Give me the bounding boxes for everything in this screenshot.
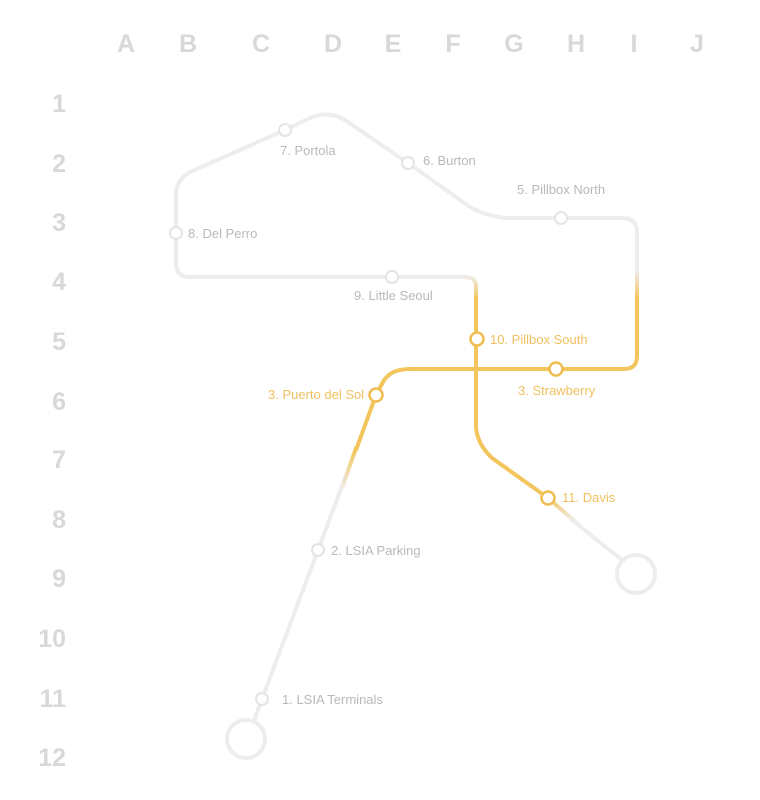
- grid-row-4: 4: [52, 268, 66, 296]
- grid-row-2: 2: [52, 150, 66, 178]
- label-davis: 11. Davis: [562, 490, 616, 505]
- parking-transition: [340, 446, 358, 490]
- grid-row-9: 9: [52, 565, 66, 593]
- stop-burton[interactable]: [401, 156, 415, 170]
- stop-lsia-parking[interactable]: [311, 543, 325, 557]
- grid-col-e: E: [385, 30, 402, 58]
- grid-row-labels: 1 2 3 4 5 6 7 8 9 10 11 12: [38, 90, 66, 772]
- label-strawberry: 3. Strawberry: [518, 383, 596, 398]
- grid-col-f: F: [445, 30, 460, 58]
- grid-row-6: 6: [52, 388, 66, 416]
- grid-col-c: C: [252, 30, 270, 58]
- davis-extension-track: [570, 518, 624, 562]
- label-burton: 6. Burton: [423, 153, 476, 168]
- grid-row-1: 1: [52, 90, 66, 118]
- inactive-tracks: [174, 112, 657, 760]
- grid-row-7: 7: [52, 446, 66, 474]
- station-labels: 7. Portola 6. Burton 5. Pillbox North 8.…: [188, 143, 616, 707]
- airport-terminal-loop: [225, 718, 267, 760]
- stop-portola[interactable]: [278, 123, 292, 137]
- grid-col-d: D: [324, 30, 342, 58]
- grid-row-11: 11: [40, 685, 67, 713]
- grid-col-b: B: [179, 30, 197, 58]
- label-del-perro: 8. Del Perro: [188, 226, 257, 241]
- active-tracks: [354, 296, 639, 500]
- station-stops: [169, 123, 568, 706]
- grid-row-5: 5: [52, 328, 66, 356]
- puerto-south-track: [354, 393, 378, 452]
- label-lsia-parking: 2. LSIA Parking: [331, 543, 421, 558]
- grid-col-i: I: [631, 30, 638, 58]
- grid-col-a: A: [117, 30, 135, 58]
- grid-col-j: J: [690, 30, 704, 58]
- grid-column-labels: A B C D E F G H I J: [117, 30, 704, 58]
- stop-davis[interactable]: [540, 490, 556, 506]
- grid-row-10: 10: [38, 625, 66, 653]
- stop-lsia-terminals[interactable]: [255, 692, 269, 706]
- grid-col-g: G: [504, 30, 523, 58]
- grid-row-3: 3: [52, 209, 66, 237]
- stop-del-perro[interactable]: [169, 226, 183, 240]
- grid-row-8: 8: [52, 506, 66, 534]
- little-seoul-transition: [464, 275, 478, 302]
- label-little-seoul: 9. Little Seoul: [354, 288, 433, 303]
- stop-pillbox-north[interactable]: [554, 211, 568, 225]
- grid-row-12: 12: [38, 744, 66, 772]
- davis-terminal-loop: [615, 553, 657, 595]
- label-pillbox-south: 10. Pillbox South: [490, 332, 588, 347]
- grid-col-h: H: [567, 30, 585, 58]
- label-portola: 7. Portola: [280, 143, 336, 158]
- label-lsia-terminals: 1. LSIA Terminals: [282, 692, 383, 707]
- pillbox-davis-track: [474, 296, 550, 500]
- stop-little-seoul[interactable]: [385, 270, 399, 284]
- label-puerto-del-sol: 3. Puerto del Sol: [268, 387, 364, 402]
- stop-puerto-del-sol[interactable]: [368, 387, 384, 403]
- airport-track: [253, 476, 347, 720]
- label-pillbox-north: 5. Pillbox North: [517, 182, 605, 197]
- stop-strawberry[interactable]: [548, 361, 564, 377]
- north-loop-track: [174, 112, 639, 287]
- stop-pillbox-south[interactable]: [469, 331, 485, 347]
